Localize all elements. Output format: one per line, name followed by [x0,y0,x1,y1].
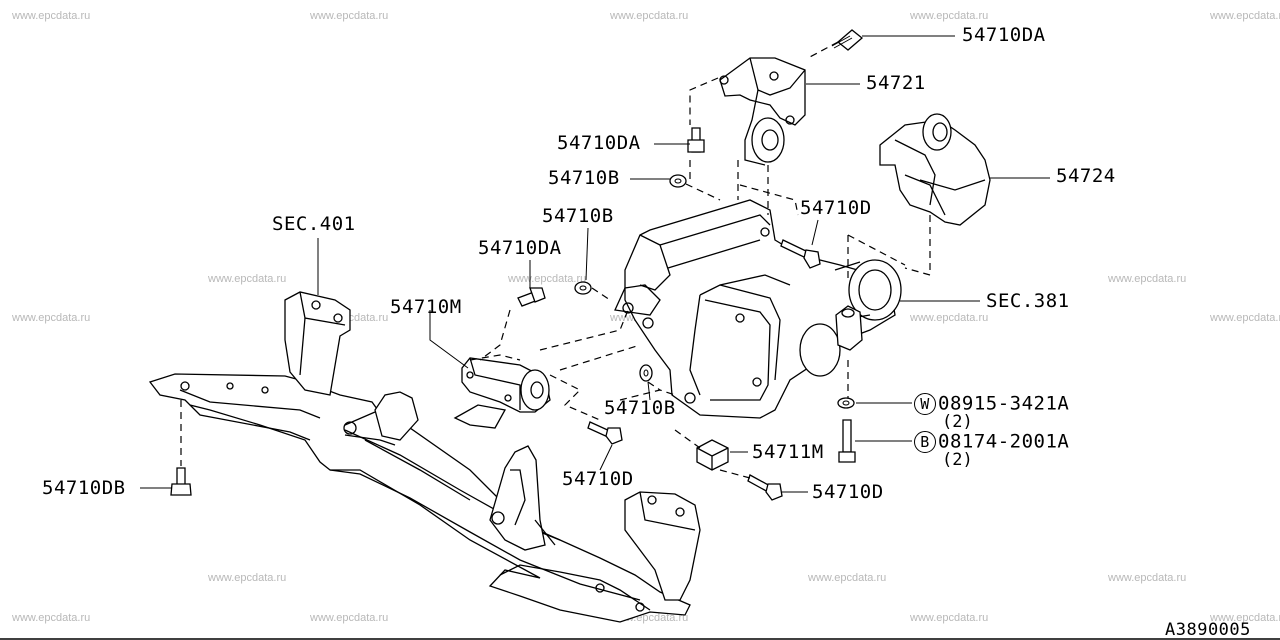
mount-54710M [453,357,551,429]
bolt-part-number: 08174-2001A [938,430,1070,453]
label-54724[interactable]: 54724 [1056,165,1116,187]
watermark-text: www.epcdata.ru [1210,312,1280,324]
bolt-symbol: B [914,431,936,453]
differential-housing [614,199,902,419]
bolt-54710DA-top-icon [831,29,864,51]
stopper-54711M [696,439,729,471]
label-54721[interactable]: 54721 [866,72,926,94]
watermark-text: www.epcdata.ru [208,572,287,584]
bolt-54710DA-mid-icon [687,127,705,153]
watermark-text: www.epcdata.ru [1108,572,1187,584]
crossmember-frame [148,291,701,623]
bolt-08174-icon [838,419,856,463]
label-sec401[interactable]: SEC.401 [272,213,356,235]
label-54710DB[interactable]: 54710DB [42,477,126,499]
nut-54710B-top-icon [669,174,687,188]
watermark-text: www.epcdata.ru [910,10,989,22]
label-54711M[interactable]: 54711M [752,441,824,463]
label-54710D-bottom[interactable]: 54710D [812,481,884,503]
label-54710DA-left[interactable]: 54710DA [478,237,562,259]
bolt-54710D-low-icon [587,421,623,445]
label-54710D-right[interactable]: 54710D [800,197,872,219]
fasteners [170,29,864,501]
label-54710B-mid[interactable]: 54710B [542,205,614,227]
watermark-text: www.epcdata.ru [12,612,91,624]
watermark-text: www.epcdata.ru [1108,273,1187,285]
washer-08915-icon [837,397,855,409]
watermark-text: www.epcdata.ru [910,612,989,624]
watermark-text: www.epcdata.ru [12,10,91,22]
watermark-text: www.epcdata.ru [610,10,689,22]
diagram-code: A3890005 [1165,620,1251,640]
label-sec381[interactable]: SEC.381 [986,290,1070,312]
label-54710D-low[interactable]: 54710D [562,468,634,490]
watermark-text: www.epcdata.ru [1210,612,1280,624]
label-54710DA-mid[interactable]: 54710DA [557,132,641,154]
bolt-54710D-bottom-icon [747,474,783,501]
bracket-54721 [719,57,806,166]
bolt-54710DB-icon [170,467,192,496]
watermark-text: www.epcdata.ru [910,312,989,324]
watermark-text: www.epcdata.ru [208,273,287,285]
bolt-54710D-right-icon [780,239,821,269]
label-54710B-low[interactable]: 54710B [604,397,676,419]
washer-part-number: 08915-3421A [938,392,1070,415]
watermark-text: www.epcdata.ru [310,612,389,624]
nut-54710B-low-icon [639,364,653,382]
washer-symbol: W [914,393,936,415]
washer-quantity: (2) [942,412,973,432]
watermark-text: www.epcdata.ru [310,10,389,22]
label-54710M[interactable]: 54710M [390,296,462,318]
watermark-text: www.epcdata.ru [1210,10,1280,22]
label-54710B-top[interactable]: 54710B [548,167,620,189]
watermark-text: www.epcdata.ru [508,273,587,285]
label-54710DA-top[interactable]: 54710DA [962,24,1046,46]
leader-lines [140,35,1050,493]
assembly-lines [180,41,931,479]
watermark-text: www.epcdata.ru [12,312,91,324]
nut-54710B-mid-icon [574,281,592,295]
watermark-text: www.epcdata.ru [808,572,887,584]
bracket-54724 [879,113,991,226]
bolt-54710DA-left-icon [517,287,546,307]
bolt-quantity: (2) [942,450,973,470]
